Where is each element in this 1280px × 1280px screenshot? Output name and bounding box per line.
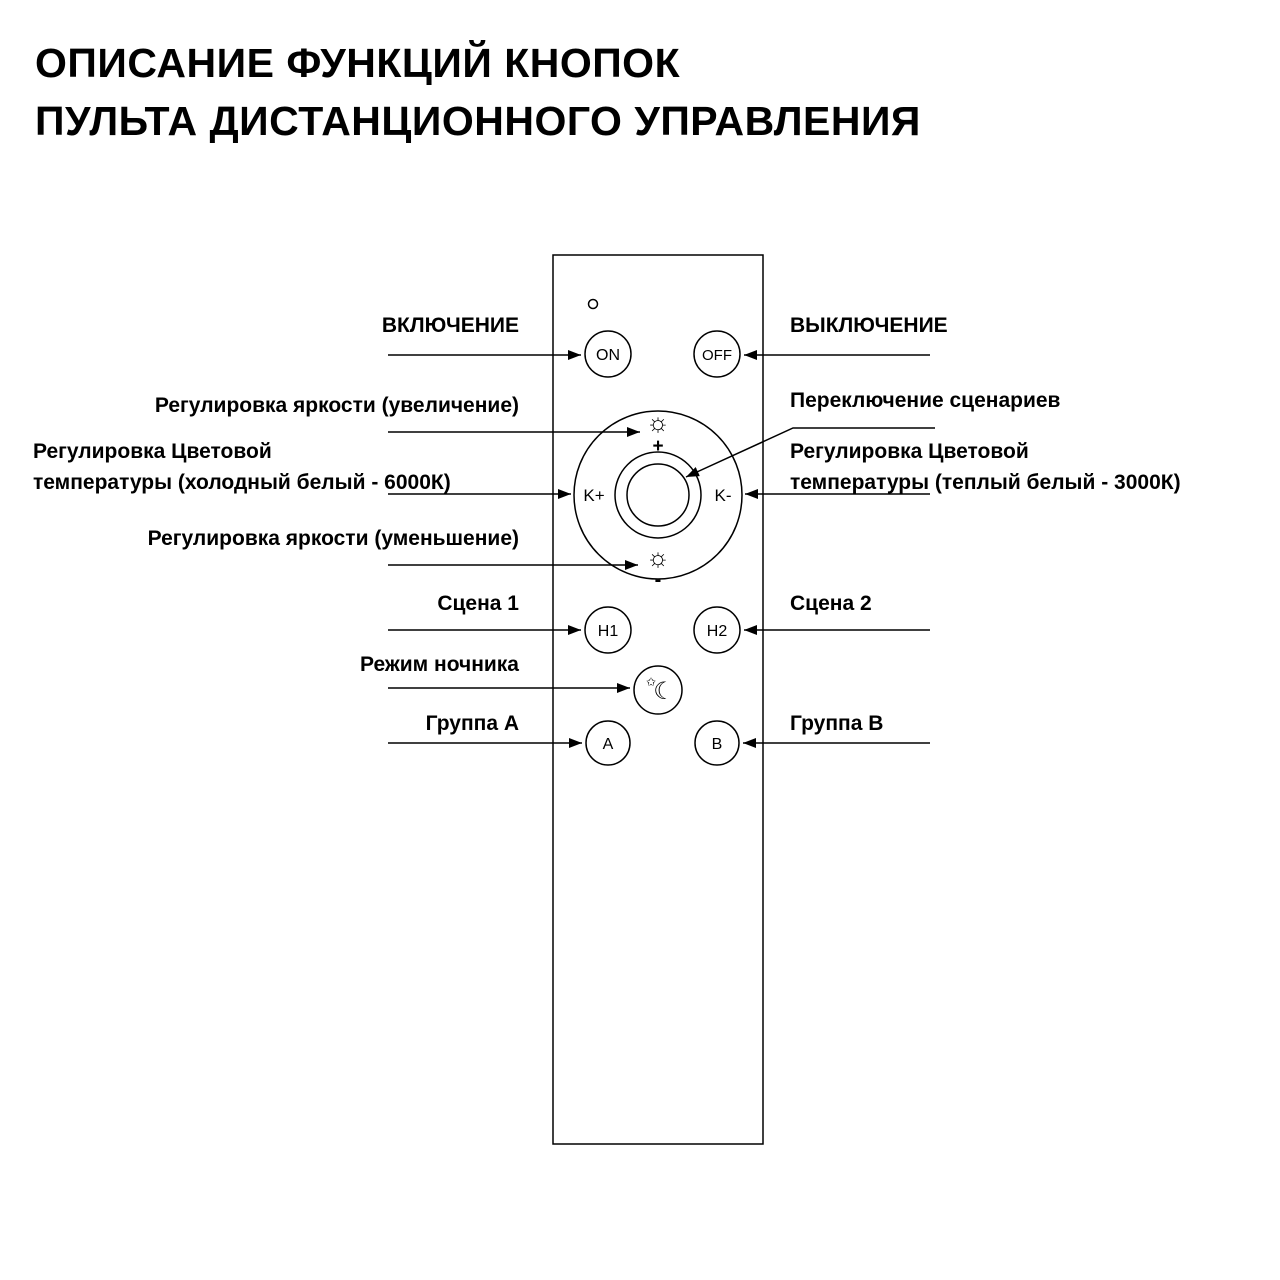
k-minus-button-label: K- — [715, 486, 732, 505]
annotation-scene-2: Сцена 2 — [790, 592, 872, 615]
annotation-color-temp-warm-line1: Регулировка Цветовой — [790, 440, 1029, 463]
h2-button-label: H2 — [707, 623, 728, 640]
page-title-line2: ПУЛЬТА ДИСТАНЦИОННОГО УПРАВЛЕНИЯ — [35, 98, 921, 144]
annotation-color-temp-warm: Регулировка Цветовой температуры (теплый… — [790, 436, 1181, 498]
brightness-down-minus-sign: - — [655, 569, 662, 591]
scene-switch-button — [626, 463, 690, 527]
annotation-arrows — [388, 350, 935, 748]
remote-body — [552, 254, 764, 1145]
annotation-power-off: ВЫКЛЮЧЕНИЕ — [790, 314, 948, 337]
annotation-brightness-up: Регулировка яркости (увеличение) — [154, 394, 519, 417]
dial-center-outer-ring — [614, 451, 702, 539]
h2-button — [693, 606, 741, 654]
brightness-up-icon: ☼ — [646, 407, 670, 437]
k-plus-button-label: K+ — [583, 486, 604, 505]
h1-button-label: H1 — [598, 623, 619, 640]
annotation-color-temp-cold-line1: Регулировка Цветовой — [33, 440, 272, 463]
annotation-color-temp-cold: Регулировка Цветовой температуры (холодн… — [33, 436, 451, 498]
remote-button-labels: ON OFF ☼ + K+ K- ☼ - H1 H2 ✩ ☾ A B — [583, 347, 732, 753]
annotation-group-a: Группа A — [425, 712, 519, 735]
page-title-line1: ОПИСАНИЕ ФУНКЦИЙ КНОПОК — [35, 40, 681, 86]
annotation-night-mode: Режим ночника — [359, 653, 519, 676]
page-title: ОПИСАНИЕ ФУНКЦИЙ КНОПОК ПУЛЬТА ДИСТАНЦИО… — [35, 34, 921, 150]
annotation-color-temp-warm-line2: температуры (теплый белый - 3000К) — [790, 471, 1181, 494]
h1-button — [584, 606, 632, 654]
night-mode-moon-icon: ☾ — [653, 678, 675, 705]
annotation-group-b: Группа B — [790, 712, 884, 735]
annotation-scene-switch: Переключение сценариев — [790, 389, 1061, 412]
led-indicator — [587, 298, 599, 310]
night-mode-button — [633, 665, 683, 715]
group-b-button — [694, 720, 740, 766]
off-button-label: OFF — [702, 347, 732, 364]
group-b-button-label: B — [712, 736, 723, 753]
remote-outline — [552, 254, 764, 1145]
annotation-brightness-down: Регулировка яркости (уменьшение) — [147, 527, 519, 550]
on-button-label: ON — [596, 347, 620, 364]
night-mode-star-icon: ✩ — [646, 675, 656, 689]
brightness-up-plus-sign: + — [652, 436, 663, 457]
annotation-power-on: ВКЛЮЧЕНИЕ — [381, 314, 519, 337]
off-button — [693, 330, 741, 378]
annotation-scene-1: Сцена 1 — [437, 592, 519, 615]
group-a-button-label: A — [603, 736, 614, 753]
dial-ring — [573, 410, 743, 580]
brightness-down-icon: ☼ — [646, 542, 670, 572]
group-a-button — [585, 720, 631, 766]
annotation-color-temp-cold-line2: температуры (холодный белый - 6000К) — [33, 471, 451, 494]
on-button — [584, 330, 632, 378]
arrow-scene-switch — [685, 427, 935, 478]
